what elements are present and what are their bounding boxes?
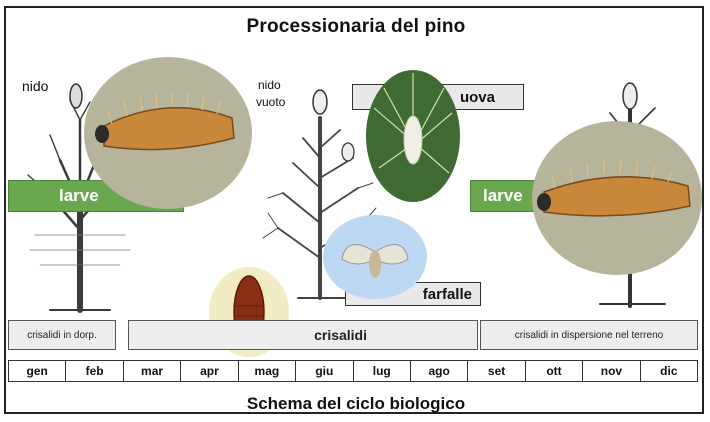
- month-cell: mar: [124, 361, 182, 381]
- month-cell: ott: [526, 361, 584, 381]
- crisalidi-right-bar: crisalidi in dispersione nel terreno: [480, 320, 698, 350]
- month-cell: set: [468, 361, 526, 381]
- caterpillar-photo-right: [532, 121, 702, 275]
- diagram-caption: Schema del ciclo biologico: [246, 394, 466, 413]
- caterpillar-photo-left: [84, 57, 252, 209]
- month-cell: gen: [9, 361, 67, 381]
- life-cycle-timeline: crisalidi in dorp. crisalidi crisalidi i…: [8, 320, 698, 352]
- nido-vuoto-label-line1: nido: [258, 78, 281, 92]
- diagram-title: Processionaria del pino: [246, 16, 466, 37]
- crisalidi-bar: crisalidi: [128, 320, 478, 350]
- nido-label: nido: [22, 78, 49, 94]
- moth-photo: [323, 215, 427, 299]
- pine-needles-eggs-photo: [366, 70, 460, 202]
- month-cell: nov: [583, 361, 641, 381]
- crisalidi-left-bar: crisalidi in dorp.: [8, 320, 116, 350]
- month-cell: giu: [296, 361, 354, 381]
- month-cell: feb: [66, 361, 124, 381]
- month-cell: dic: [660, 364, 678, 378]
- month-cell: apr: [181, 361, 239, 381]
- month-cell: mag: [239, 361, 297, 381]
- month-cell: ago: [411, 361, 469, 381]
- crisalidi-label: crisalidi: [314, 327, 367, 343]
- month-row: gen feb mar apr mag giu lug ago set ott …: [8, 360, 698, 382]
- month-cell: lug: [354, 361, 411, 381]
- nido-vuoto-label-line2: vuoto: [256, 95, 286, 109]
